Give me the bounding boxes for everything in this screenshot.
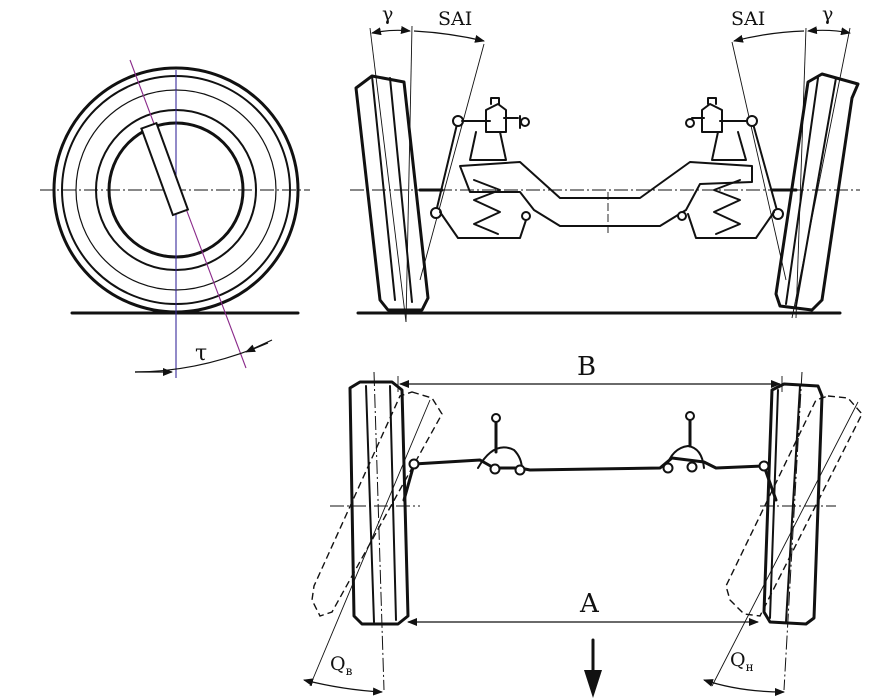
left-wheel-front <box>354 74 430 312</box>
gamma-right-label: γ <box>822 3 833 25</box>
kingpin-body <box>140 121 190 217</box>
right-wheel-front <box>774 72 860 312</box>
right-idler <box>665 445 705 469</box>
tau-label: τ <box>195 341 207 366</box>
right-wheel-steered <box>725 395 863 617</box>
front-view-axle: γ SAI SAI γ <box>350 3 860 323</box>
right-spring <box>713 179 741 235</box>
side-view-wheel: τ <box>40 59 310 378</box>
right-wheel-top <box>762 382 824 626</box>
left-idler <box>477 446 523 471</box>
q-left-label: Qв <box>330 653 353 678</box>
kingpin-axis <box>129 59 247 369</box>
q-right-label: Qн <box>730 649 754 674</box>
sai-left-label: SAI <box>438 8 472 30</box>
dim-B-label: B <box>577 352 596 382</box>
left-spring <box>473 179 501 235</box>
gamma-left-label: γ <box>382 3 393 25</box>
direction-arrow-head <box>584 670 602 698</box>
tie-rod <box>412 456 766 472</box>
dim-A-label: A <box>579 589 600 619</box>
crossmember <box>459 161 753 227</box>
left-wheel-steered <box>311 391 443 617</box>
top-view-axle: B A <box>303 352 863 698</box>
sai-right-label: SAI <box>731 8 765 30</box>
left-wheel-top <box>348 380 410 626</box>
